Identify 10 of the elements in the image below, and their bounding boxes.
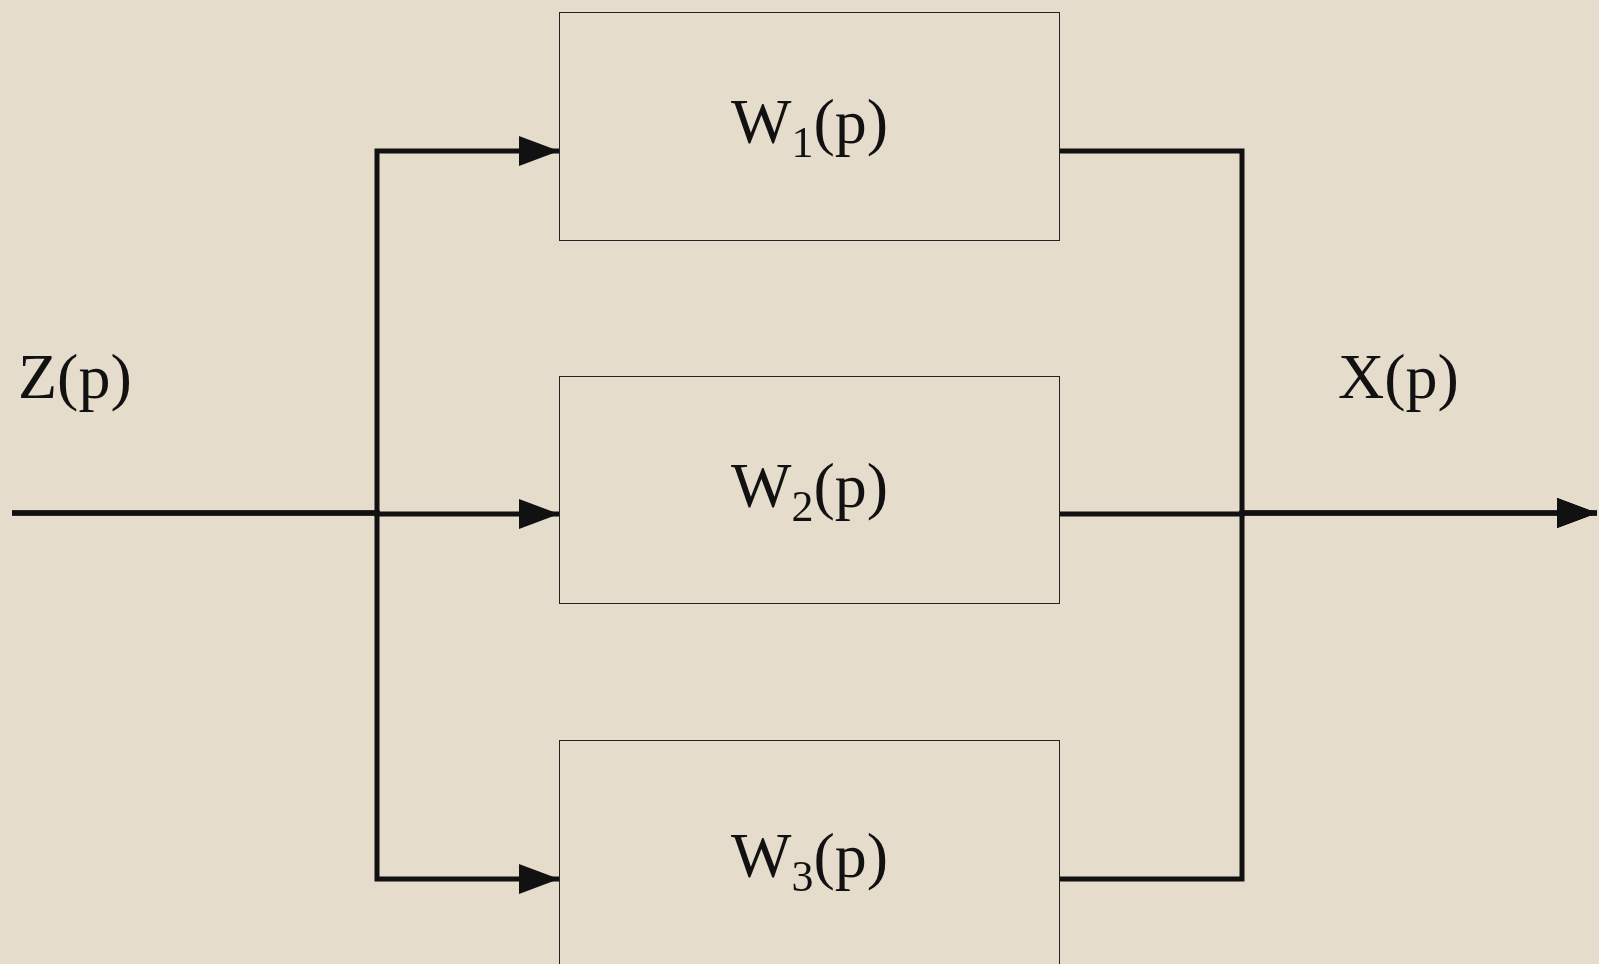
- arrow: [12, 510, 559, 894]
- transfer-function-box: [559, 12, 1060, 241]
- arrow: [1060, 498, 1597, 882]
- transfer-function-label: W$_{3}$(p): [731, 818, 888, 902]
- transfer-function-box: [559, 376, 1060, 604]
- transfer-function-label: W$_{2}$(p): [731, 448, 888, 532]
- signal-label: Z(p): [18, 340, 132, 414]
- signal-label: X(p): [1338, 340, 1459, 414]
- transfer-function-label: W$_{1}$(p): [731, 85, 888, 168]
- transfer-function-box: [559, 740, 1060, 964]
